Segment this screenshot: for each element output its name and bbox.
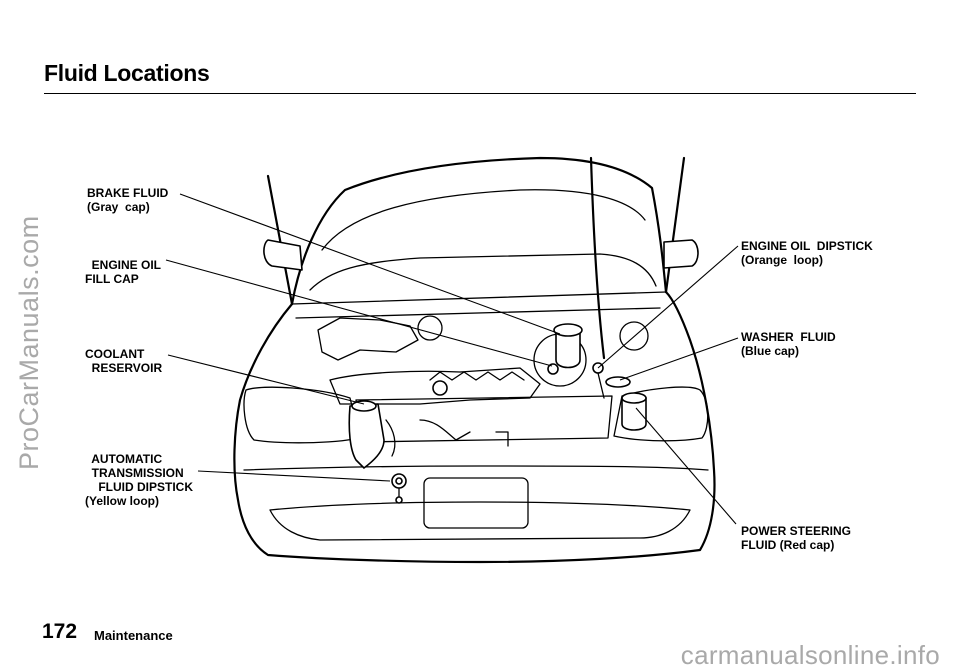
engine-components bbox=[317, 315, 649, 504]
car-body bbox=[233, 290, 716, 564]
label-brake-fluid: BRAKE FLUID (Gray cap) bbox=[87, 186, 169, 214]
right-mirror bbox=[663, 239, 699, 269]
section-name: Maintenance bbox=[94, 628, 173, 643]
leader-lines bbox=[165, 193, 739, 525]
label-washer-fluid: WASHER FLUID (Blue cap) bbox=[741, 330, 836, 358]
page-number: 172 bbox=[42, 620, 78, 643]
bottom-watermark: carmanualsonline.info bbox=[680, 640, 940, 670]
label-atf-dipstick: AUTOMATIC TRANSMISSION FLUID DIPSTICK (Y… bbox=[85, 452, 193, 508]
label-power-steering-fluid: POWER STEERING FLUID (Red cap) bbox=[741, 524, 852, 552]
title-divider bbox=[44, 93, 916, 94]
left-mirror bbox=[263, 239, 303, 271]
hood-prop-rod bbox=[589, 156, 606, 360]
label-coolant-reservoir: COOLANT RESERVOIR bbox=[85, 347, 163, 375]
hood bbox=[266, 156, 686, 306]
page-title: Fluid Locations bbox=[44, 60, 210, 86]
label-engine-oil-fill-cap: ENGINE OIL FILL CAP bbox=[85, 258, 162, 286]
label-engine-oil-dipstick: ENGINE OIL DIPSTICK (Orange loop) bbox=[741, 239, 873, 267]
